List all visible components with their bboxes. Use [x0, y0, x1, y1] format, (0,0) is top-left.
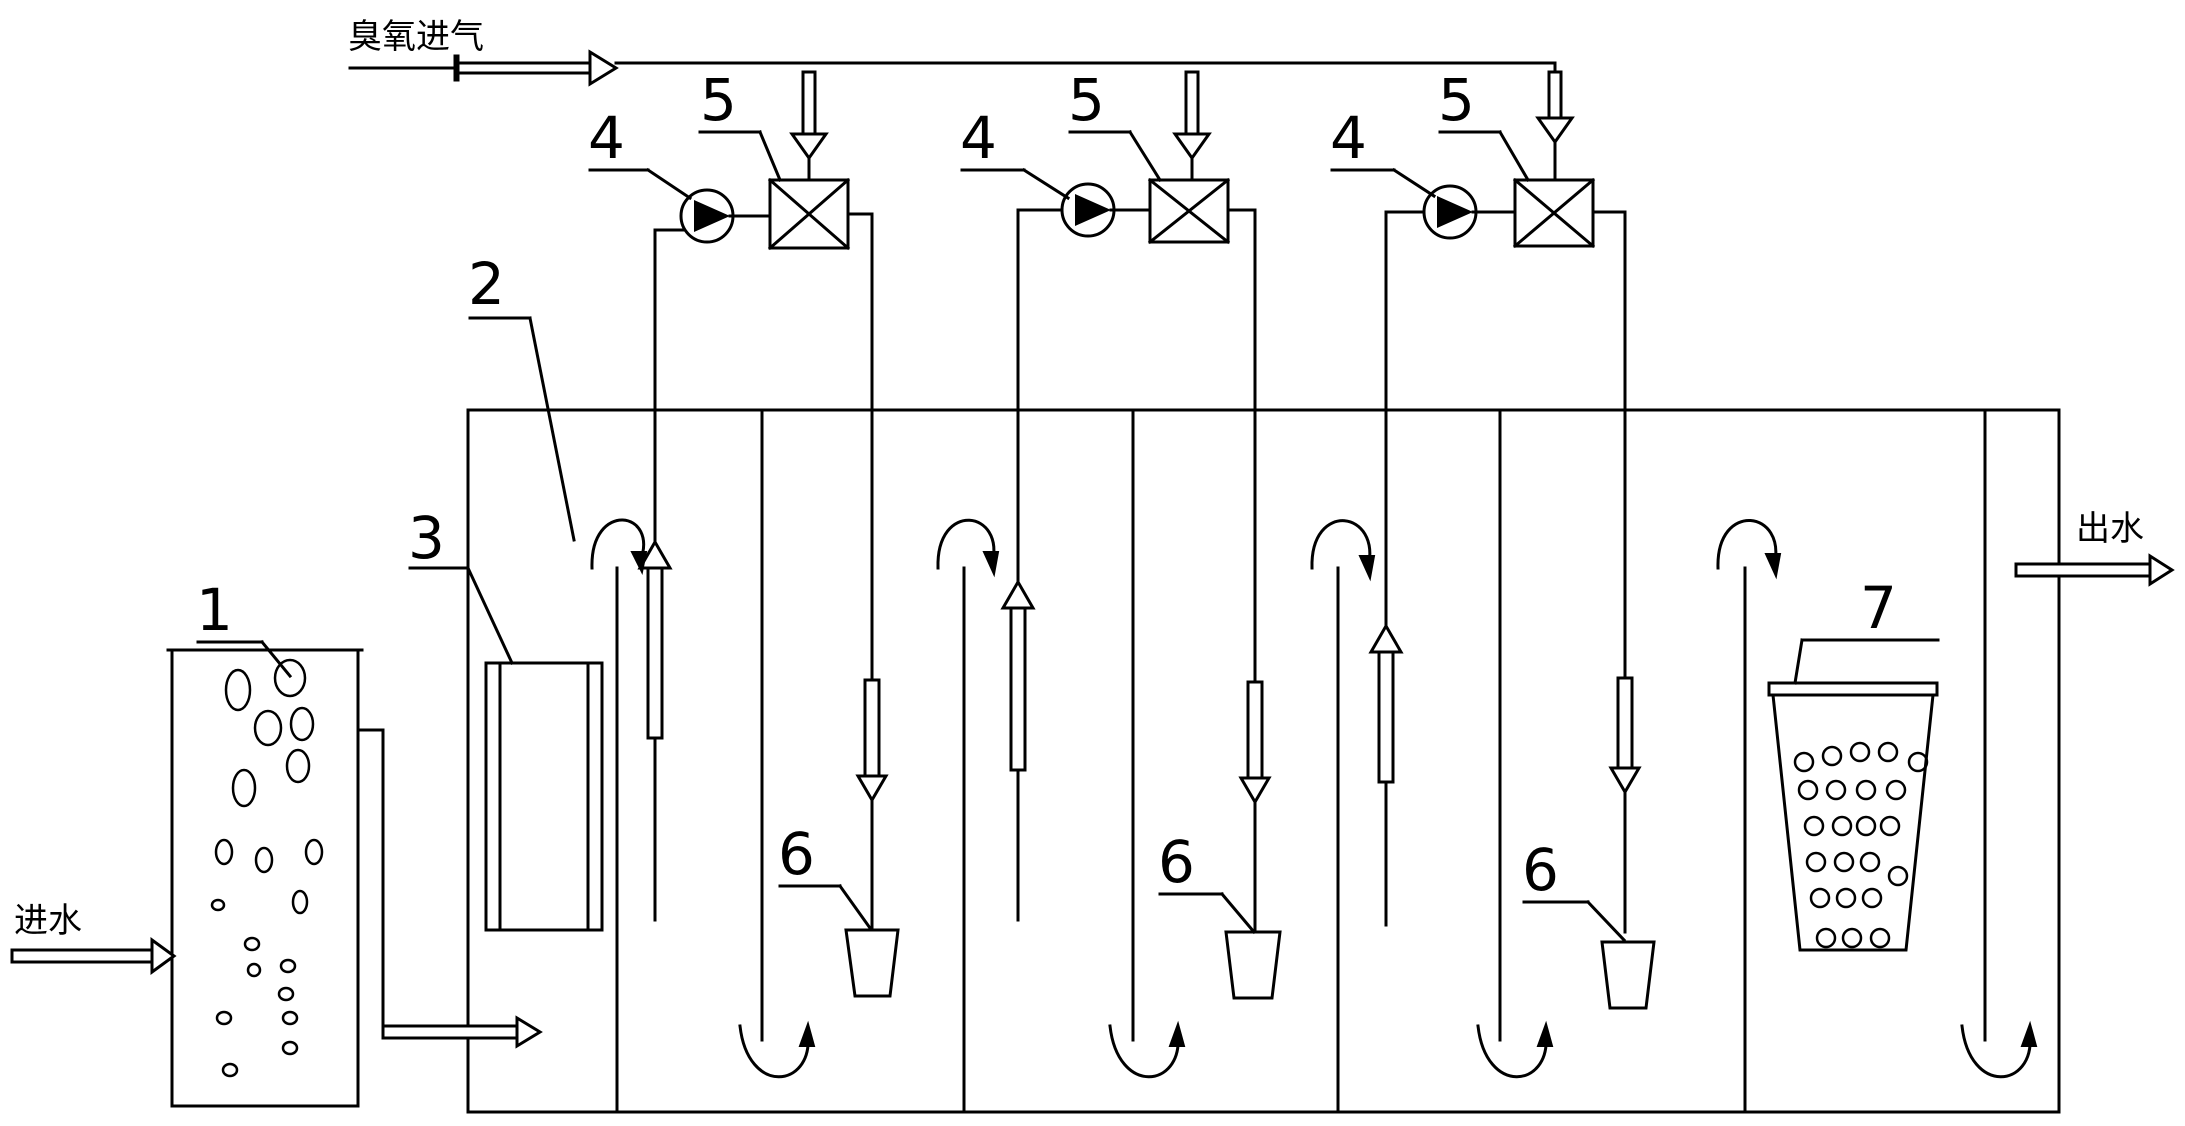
- circulation-loop-2: [1000, 177, 1272, 932]
- callout-5c: 5: [1438, 66, 1475, 134]
- callout-6b: 6: [1158, 828, 1195, 896]
- diffuser-2: [1224, 930, 1282, 1000]
- callout-4c: 4: [1330, 104, 1367, 172]
- catalyst-basket: [1767, 681, 1939, 952]
- leader-lines: [196, 129, 1940, 943]
- water-outlet-label: 出水: [2076, 509, 2144, 549]
- callout-6c: 6: [1522, 836, 1559, 904]
- callout-6a: 6: [778, 820, 815, 888]
- callout-7: 7: [1860, 574, 1897, 642]
- water-outlet-arrow: [2014, 553, 2175, 587]
- pretreatment-column: [166, 648, 364, 1108]
- callout-5a: 5: [700, 66, 737, 134]
- filter-module: [484, 661, 604, 932]
- ozone-gas-main-line: [348, 49, 1575, 182]
- callout-4b: 4: [960, 104, 997, 172]
- ozone-inlet-label: 臭氧进气: [348, 17, 484, 57]
- callout-3: 3: [408, 504, 445, 572]
- tank-partitions: [615, 410, 1987, 1114]
- water-inlet-arrow: [10, 937, 177, 975]
- callout-4a: 4: [588, 104, 625, 172]
- reaction-tank: [466, 408, 2061, 1114]
- callout-5b: 5: [1068, 66, 1105, 134]
- flow-arrows: [590, 518, 2038, 1079]
- callout-2: 2: [468, 250, 505, 318]
- callout-1: 1: [196, 576, 233, 644]
- diffuser-3: [1600, 940, 1656, 1010]
- circulation-loop-3: [1368, 177, 1642, 934]
- water-inlet-label: 进水: [14, 901, 82, 941]
- diffuser-1: [844, 928, 900, 998]
- circulation-loop-1: [637, 177, 889, 932]
- column-outlet-pipe: [356, 728, 543, 1049]
